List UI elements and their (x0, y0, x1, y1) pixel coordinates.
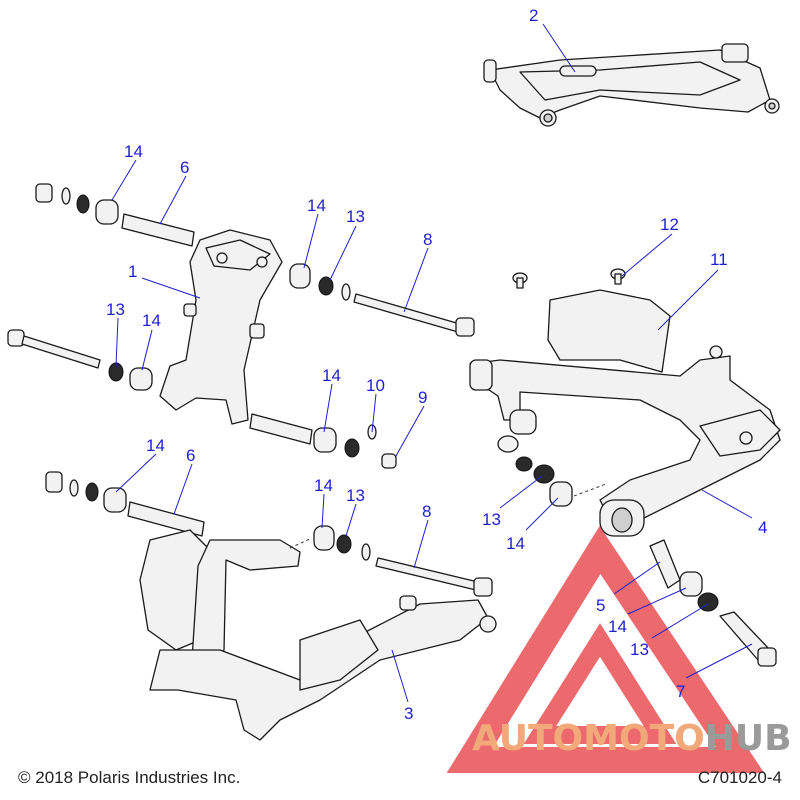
callout-6-a: 6 (180, 158, 189, 177)
copyright-notice: © 2018 Polaris Industries Inc. (18, 768, 241, 787)
part-12-fasteners (512, 268, 626, 289)
hardware-row-left-bolt (7, 329, 153, 391)
svg-text:AUTOMOTOHUB: AUTOMOTOHUB (472, 718, 792, 759)
callout-14-e: 14 (146, 436, 165, 455)
callout-14-b: 14 (307, 196, 326, 215)
hardware-row-top-right (289, 263, 475, 337)
part-2-upper-a-arm (483, 43, 780, 127)
callout-5: 5 (596, 596, 605, 615)
part-4-right-trailing-arm (469, 289, 781, 537)
callout-14-f: 14 (314, 476, 333, 495)
callout-14-h: 14 (608, 617, 627, 636)
watermark-text-primary: AUTOMOTO (472, 718, 705, 759)
callout-13-e: 13 (630, 640, 649, 659)
watermark-triangle (446, 525, 765, 773)
watermark-logo (446, 525, 765, 773)
callout-13-c: 13 (346, 486, 365, 505)
hardware-right-arm (497, 435, 607, 507)
leader-lines (111, 23, 753, 703)
callout-14-a: 14 (124, 142, 143, 161)
callout-10: 10 (366, 376, 385, 395)
callout-13-d: 13 (482, 510, 501, 529)
callout-13-a: 13 (346, 207, 365, 226)
part-3-lower-a-arm (139, 529, 497, 741)
part-1-bracket (159, 229, 283, 425)
hardware-row-top-left (35, 183, 195, 247)
callout-1: 1 (128, 262, 137, 281)
callout-labels: 2 14 6 14 13 8 12 1 11 13 14 14 10 9 14 … (106, 6, 767, 723)
hardware-lower-right (649, 539, 777, 667)
callout-11: 11 (710, 250, 728, 269)
hardware-row-lower-left (45, 471, 205, 537)
figure-id: C701020-4 (697, 768, 782, 787)
watermark-text-secondary: HUB (705, 718, 792, 759)
callout-6-b: 6 (186, 446, 195, 465)
callout-14-c: 14 (142, 311, 161, 330)
callout-14-g: 14 (506, 534, 525, 553)
callout-12: 12 (660, 215, 679, 234)
callout-14-d: 14 (322, 366, 341, 385)
callout-9: 9 (418, 388, 427, 407)
hardware-row-lower-middle (313, 525, 493, 597)
callout-2: 2 (529, 6, 538, 25)
callout-4: 4 (758, 518, 767, 537)
watermark-wordmark: AUTOMOTOHUB (472, 718, 792, 759)
callout-13-b: 13 (106, 300, 125, 319)
callout-7: 7 (676, 682, 685, 701)
callout-8-b: 8 (422, 502, 431, 521)
hardware-row-middle (249, 413, 397, 469)
callout-8-a: 8 (423, 230, 432, 249)
callout-3: 3 (404, 704, 413, 723)
